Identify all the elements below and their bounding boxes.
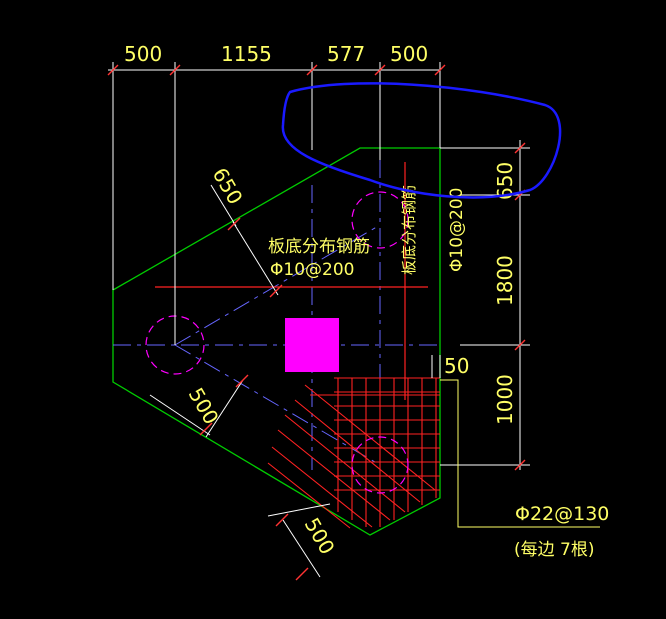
main-rebar-hatch	[267, 377, 440, 529]
dim-diag-650: 650	[208, 164, 248, 209]
rebar-v-label-1: 板底分布钢筋	[400, 185, 418, 275]
main-rebar-note: (每边 7根)	[514, 540, 594, 560]
main-rebar-label: Φ22@130	[515, 503, 609, 525]
diag-500-bottom-ticks	[275, 513, 309, 581]
top-dimension-lines	[108, 62, 441, 345]
column	[285, 318, 339, 372]
dim-right-2: 1800	[493, 255, 517, 306]
diag-500-mid-dimension	[149, 379, 244, 438]
diag-650-dimension	[210, 184, 279, 296]
pile-top	[351, 191, 409, 249]
dim-top-1: 500	[124, 42, 162, 66]
top-dimension-texts: 500 1155 577 500	[124, 42, 428, 66]
markup-ellipse	[281, 82, 562, 199]
dim-top-4: 500	[390, 42, 428, 66]
dim-top-2: 1155	[221, 42, 272, 66]
top-dimension-ticks	[107, 64, 446, 76]
dim-small-50: 50	[444, 354, 469, 378]
small-50-mark	[431, 355, 441, 378]
diag-650-ticks	[227, 217, 283, 298]
centerlines	[113, 160, 440, 490]
rebar-v-label-2: Φ10@200	[447, 188, 467, 272]
dim-top-3: 577	[327, 42, 365, 66]
pile-cap-outline	[112, 147, 441, 536]
distribution-rebar-lines	[155, 162, 428, 400]
diag-500-mid-ticks	[199, 374, 249, 436]
rebar-h-label-2: Φ10@200	[270, 260, 354, 280]
dim-right-3: 1000	[493, 374, 517, 425]
rebar-h-label-1: 板底分布钢筋	[268, 237, 370, 257]
diag-500-bottom-dimension	[267, 503, 331, 578]
main-rebar-leader	[440, 379, 600, 528]
dim-diag-500-bottom: 500	[300, 514, 340, 559]
pile-bottom	[351, 436, 409, 494]
